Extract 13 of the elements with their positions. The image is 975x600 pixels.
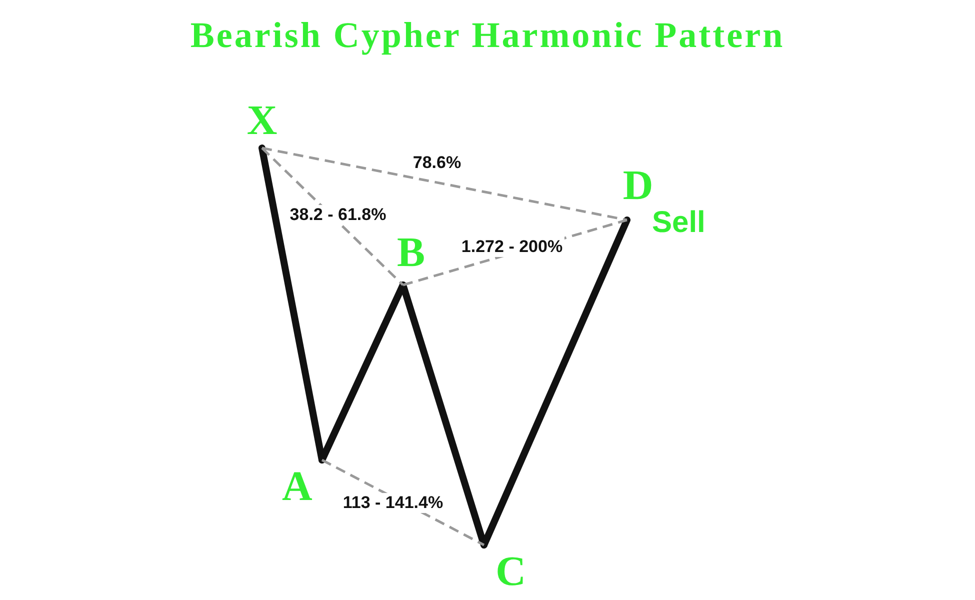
point-label: C: [484, 545, 526, 593]
ratio-label: 1.272 - 200%: [459, 237, 565, 257]
title: Bearish Cypher Harmonic Pattern: [189, 14, 786, 56]
ratio-label: 38.2 - 61.8%: [288, 205, 388, 225]
dashed-line: [262, 146, 628, 222]
point-label: A: [282, 460, 322, 508]
price-line: [480, 216, 630, 548]
point-label: X: [240, 100, 284, 148]
signal-label: Sell: [652, 206, 706, 240]
dashed-line: [261, 147, 404, 286]
ratio-label: 113 - 141.4%: [340, 493, 446, 513]
price-line: [318, 282, 406, 464]
point-label: B: [393, 232, 429, 285]
